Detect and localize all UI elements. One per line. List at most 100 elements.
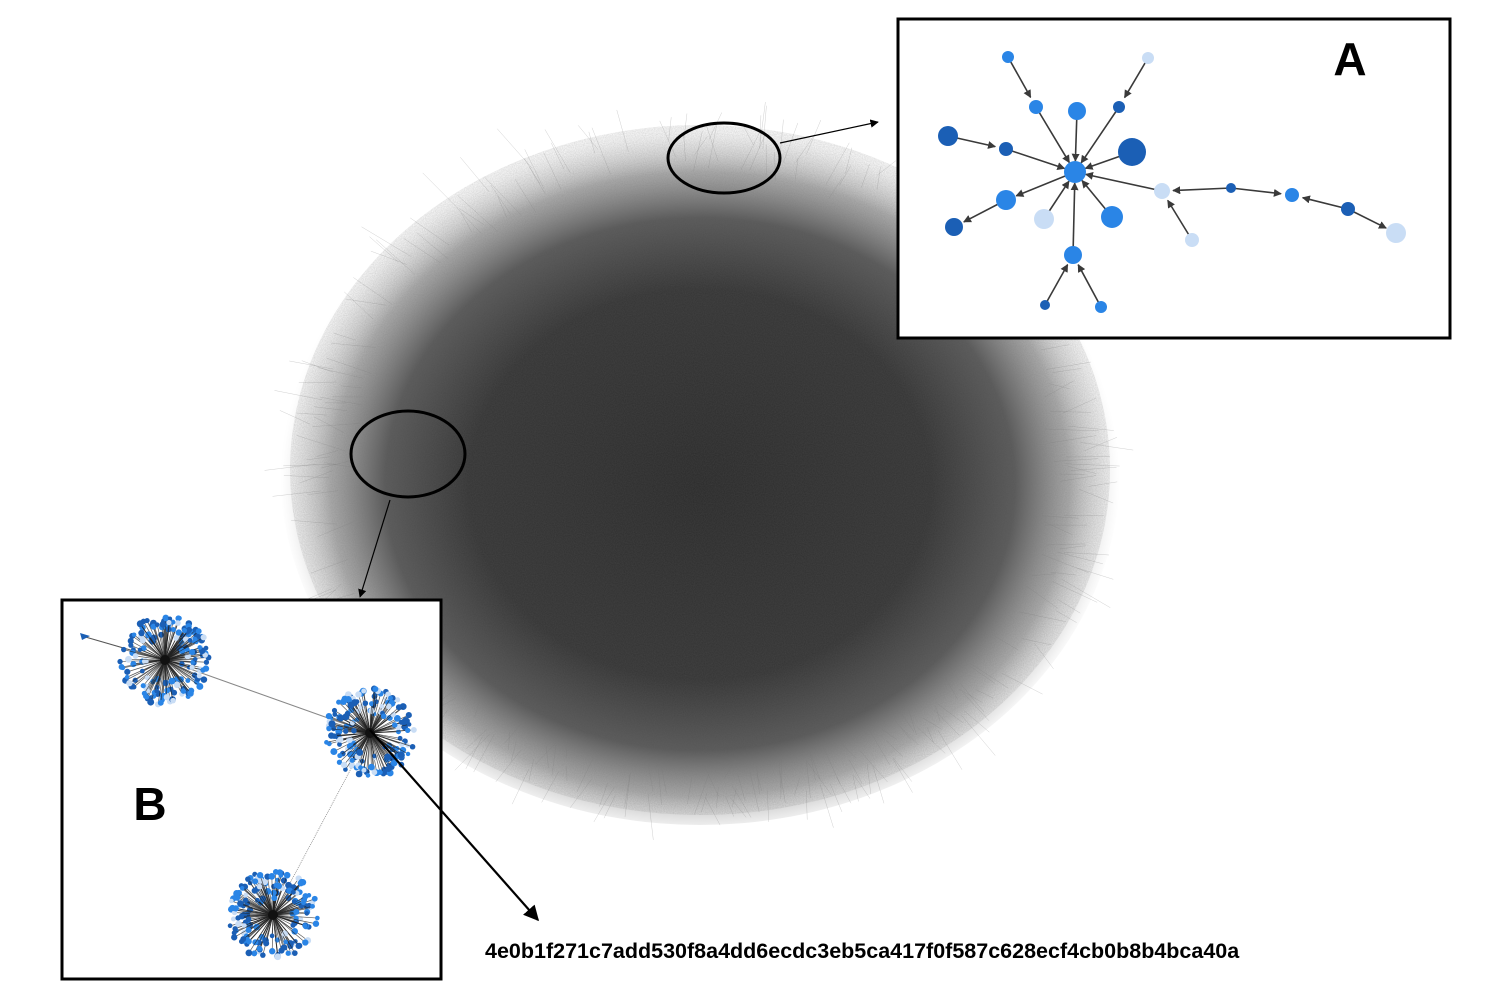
cluster-node bbox=[297, 880, 303, 886]
cloud-strand bbox=[872, 765, 885, 804]
cluster-node bbox=[242, 897, 249, 904]
cluster-edge bbox=[164, 659, 192, 691]
cloud-strand bbox=[937, 729, 963, 770]
cluster-edge bbox=[141, 632, 166, 661]
cloud-strand bbox=[660, 763, 667, 794]
cluster-edge bbox=[272, 899, 305, 916]
cluster-node bbox=[337, 741, 342, 747]
cloud-strand bbox=[854, 775, 871, 799]
cluster-edge bbox=[240, 902, 274, 916]
cluster-node bbox=[304, 911, 310, 916]
cluster-edge bbox=[365, 703, 371, 734]
cloud-strand bbox=[1067, 425, 1114, 431]
cloud-strand bbox=[705, 797, 721, 826]
cloud-strand bbox=[340, 385, 362, 389]
cluster-node bbox=[159, 621, 167, 628]
cluster-node bbox=[237, 900, 244, 907]
star-cluster bbox=[117, 614, 212, 708]
cloud-strand bbox=[749, 771, 760, 813]
cluster-edge bbox=[245, 894, 274, 916]
panel-a-node bbox=[996, 190, 1016, 210]
cluster-node bbox=[162, 679, 169, 687]
cloud-strand bbox=[370, 250, 407, 265]
cluster-node bbox=[175, 620, 181, 626]
cluster-node bbox=[274, 953, 282, 961]
cluster-node bbox=[231, 930, 237, 936]
cloud-strand bbox=[708, 123, 718, 169]
cluster-edge bbox=[164, 629, 174, 661]
cluster-edge bbox=[360, 732, 371, 768]
cloud-strand bbox=[861, 163, 870, 188]
cloud-strand bbox=[599, 782, 608, 807]
cluster-edge bbox=[272, 913, 307, 916]
cloud-strand bbox=[860, 750, 888, 783]
cloud-strand bbox=[1062, 397, 1097, 414]
cluster-node bbox=[195, 628, 202, 635]
cloud-strand bbox=[331, 342, 376, 348]
panel-a-nodes bbox=[938, 51, 1406, 313]
cluster-node bbox=[332, 712, 338, 717]
cloud-strand bbox=[1083, 437, 1118, 452]
cluster-node bbox=[315, 915, 320, 921]
cluster-node bbox=[197, 645, 203, 650]
cluster-edge bbox=[328, 715, 371, 734]
cloud-strand bbox=[876, 166, 881, 190]
cloud-strand bbox=[828, 177, 843, 200]
cluster-node bbox=[132, 653, 139, 659]
cluster-node bbox=[227, 923, 233, 929]
cloud-strand bbox=[958, 688, 983, 703]
cloud-strand bbox=[808, 747, 821, 780]
cluster-node bbox=[362, 700, 369, 707]
cluster-node bbox=[171, 689, 178, 696]
cloud-strand bbox=[742, 125, 754, 146]
cluster-node bbox=[170, 697, 176, 704]
cluster-node bbox=[291, 950, 298, 956]
cloud-strand bbox=[935, 705, 941, 722]
panel-a-node bbox=[1154, 183, 1170, 199]
cloud-strand bbox=[908, 709, 917, 735]
cloud-strand bbox=[495, 749, 522, 782]
panel-a-node bbox=[1034, 209, 1054, 229]
cloud-strand bbox=[361, 226, 412, 257]
cluster-edge bbox=[272, 914, 282, 951]
cluster-edge bbox=[254, 890, 274, 916]
cloud-strand bbox=[569, 778, 593, 809]
cloud-strand bbox=[510, 742, 517, 762]
cluster-node bbox=[356, 749, 364, 756]
cluster-node bbox=[245, 876, 251, 882]
cluster-node bbox=[243, 892, 249, 898]
cloud-strand bbox=[296, 435, 347, 452]
cloud-strand bbox=[825, 142, 850, 185]
cluster-edge bbox=[164, 640, 191, 661]
highlight-circle-a bbox=[666, 121, 782, 195]
cloud-strand bbox=[1048, 435, 1097, 444]
cluster-edge bbox=[267, 876, 274, 916]
cluster-edge bbox=[157, 659, 166, 705]
cloud-strand bbox=[274, 390, 323, 401]
cluster-node bbox=[189, 664, 195, 670]
cloud-strand bbox=[346, 298, 387, 306]
panel-a-node bbox=[1341, 202, 1355, 216]
panel-a-node bbox=[1285, 188, 1299, 202]
cloud-strand bbox=[461, 213, 473, 233]
cluster-node bbox=[373, 699, 379, 705]
cluster-node bbox=[302, 893, 309, 900]
cloud-strand bbox=[483, 176, 522, 215]
cluster-node bbox=[328, 720, 336, 728]
cluster-hub-node bbox=[365, 728, 375, 738]
cluster-node bbox=[291, 928, 298, 935]
cluster-node bbox=[128, 642, 134, 648]
panel-a-node bbox=[1113, 101, 1125, 113]
star-cluster bbox=[227, 869, 320, 961]
cluster-edge bbox=[369, 718, 398, 734]
cloud-strand bbox=[528, 759, 534, 782]
cloud-strand bbox=[779, 755, 781, 788]
cluster-node bbox=[410, 726, 417, 733]
cluster-node bbox=[368, 763, 375, 771]
cloud-strand bbox=[291, 520, 338, 525]
cluster-node bbox=[240, 936, 247, 942]
cloud-strand bbox=[852, 774, 859, 802]
cloud-strand bbox=[730, 797, 747, 818]
cluster-node bbox=[343, 767, 348, 772]
cloud-strand bbox=[497, 128, 533, 169]
